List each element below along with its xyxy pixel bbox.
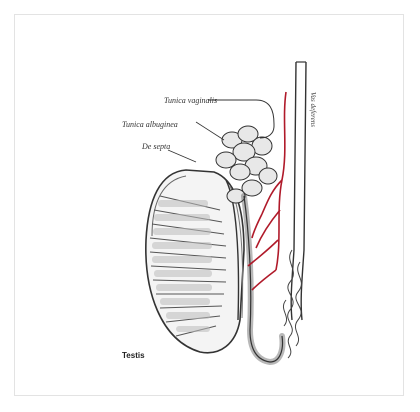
label-tunica-vaginalis: Tunica vaginalis	[164, 96, 217, 105]
caption-testis: Testis	[122, 351, 145, 360]
label-vas-deferens: Vas deferens	[309, 92, 317, 127]
label-tunica-albuginea: Tunica albuginea	[122, 120, 178, 129]
label-septa: De septa	[141, 142, 170, 151]
vas-deferens	[291, 62, 306, 320]
